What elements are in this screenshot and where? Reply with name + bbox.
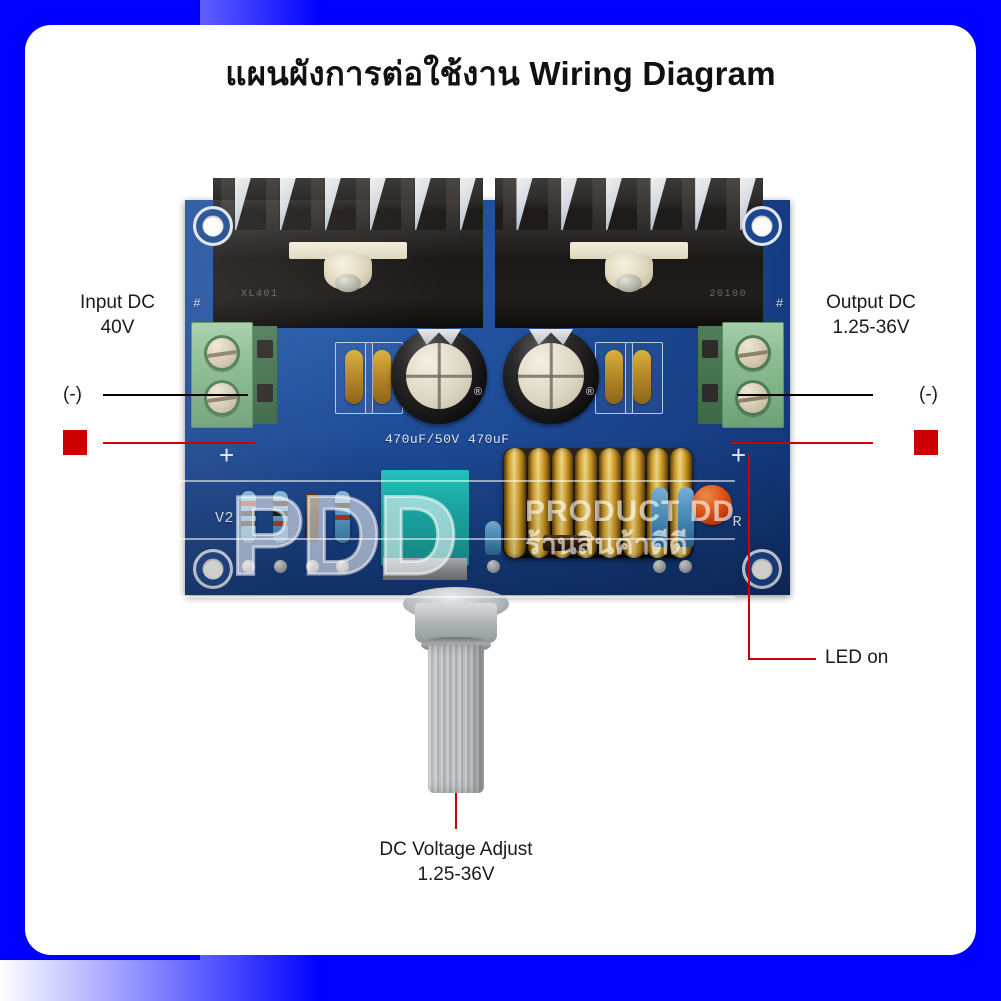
heatsink-body-left: XL401: [213, 230, 483, 328]
output-label-line1: Output DC: [826, 292, 916, 313]
output-negative-label: (-): [919, 384, 938, 405]
ceramic-capacitor-1: [485, 521, 501, 555]
heatsink-screw-right: [605, 254, 653, 290]
input-negative-terminal[interactable]: [204, 335, 240, 371]
diode-1: [305, 493, 319, 541]
resistor-3: [335, 491, 350, 543]
led-label: LED on: [825, 647, 889, 668]
mounting-hole-top-left: [193, 206, 233, 246]
adjust-wire: [455, 793, 457, 829]
input-positive-label: (+): [63, 430, 87, 456]
output-label: Output DC 1.25-36V: [776, 290, 966, 340]
diagram-canvas: แผนผังการต่อใช้งาน Wiring Diagram XL401: [25, 25, 976, 955]
regulator-left-label: XL401: [241, 289, 279, 300]
adjust-label-line1: DC Voltage Adjust: [379, 839, 533, 860]
regulator-right-label: 20100: [709, 289, 747, 300]
potentiometer-body[interactable]: [381, 470, 469, 566]
output-negative-terminal[interactable]: [735, 335, 771, 371]
heatsink-fins-left: [213, 178, 483, 236]
terminal-block-body-output: [698, 326, 722, 424]
led-wire-vertical: [748, 455, 750, 660]
terminal-block-input[interactable]: [191, 322, 253, 428]
heatsink-fins-right: [495, 178, 763, 236]
output-label-line2: 1.25-36V: [832, 317, 910, 339]
resistor-1: [241, 491, 256, 543]
potentiometer-metal-base: [383, 558, 467, 580]
capacitor-mark-left: ®: [473, 386, 482, 398]
input-label-line1: Input DC: [80, 292, 155, 313]
film-capacitor-4: [633, 350, 651, 404]
output-positive-terminal[interactable]: [735, 380, 771, 416]
terminal-block-body-input: [253, 326, 277, 424]
heatsink-left: XL401: [213, 178, 483, 328]
silkscreen-mark-left: #: [193, 296, 202, 311]
electrolytic-capacitor-2: ®: [503, 328, 599, 424]
input-positive-wire: [103, 442, 255, 444]
mounting-hole-bottom-left: [193, 549, 233, 589]
input-negative-label: (-): [63, 384, 82, 405]
output-positive-label: (+): [914, 430, 938, 456]
input-label-line2: 40V: [100, 317, 135, 339]
heatsink-screw-left: [324, 254, 372, 290]
adjust-label: DC Voltage Adjust 1.25-36V: [301, 837, 611, 887]
page-title: แผนผังการต่อใช้งาน Wiring Diagram: [225, 55, 776, 92]
led-designator-silkscreen: R: [732, 514, 742, 531]
led-wire-horizontal: [748, 658, 816, 660]
version-silkscreen: V2: [215, 510, 235, 527]
input-label: Input DC 40V: [35, 290, 200, 340]
terminal-block-output[interactable]: [722, 322, 784, 428]
diode-2: [543, 535, 587, 551]
polarity-plus-left: +: [219, 440, 235, 470]
output-negative-wire: [737, 394, 873, 396]
polarity-plus-right: +: [730, 440, 746, 470]
film-capacitor-3: [605, 350, 623, 404]
ceramic-capacitor-3: [678, 487, 694, 547]
ceramic-capacitor-2: [652, 487, 668, 547]
capacitor-value-silkscreen: 470uF/50V 470uF: [385, 432, 510, 447]
pcb-board: XL401 20100: [185, 178, 790, 595]
capacitor-mark-right: ®: [585, 386, 594, 398]
adjust-label-line2: 1.25-36V: [417, 864, 495, 886]
resistor-2: [273, 491, 288, 543]
heatsink-right: 20100: [495, 178, 763, 328]
input-positive-terminal[interactable]: [204, 380, 240, 416]
potentiometer-shaft[interactable]: [428, 645, 484, 793]
film-capacitor-2: [373, 350, 391, 404]
electrolytic-capacitor-1: ®: [391, 328, 487, 424]
silkscreen-mark-right: #: [775, 296, 784, 311]
potentiometer-nut[interactable]: [415, 603, 497, 643]
power-led: [692, 485, 732, 525]
film-capacitor-1: [345, 350, 363, 404]
heatsink-body-right: 20100: [495, 230, 763, 328]
mounting-hole-top-right: [742, 206, 782, 246]
input-negative-wire: [103, 394, 248, 396]
output-positive-wire: [731, 442, 873, 444]
